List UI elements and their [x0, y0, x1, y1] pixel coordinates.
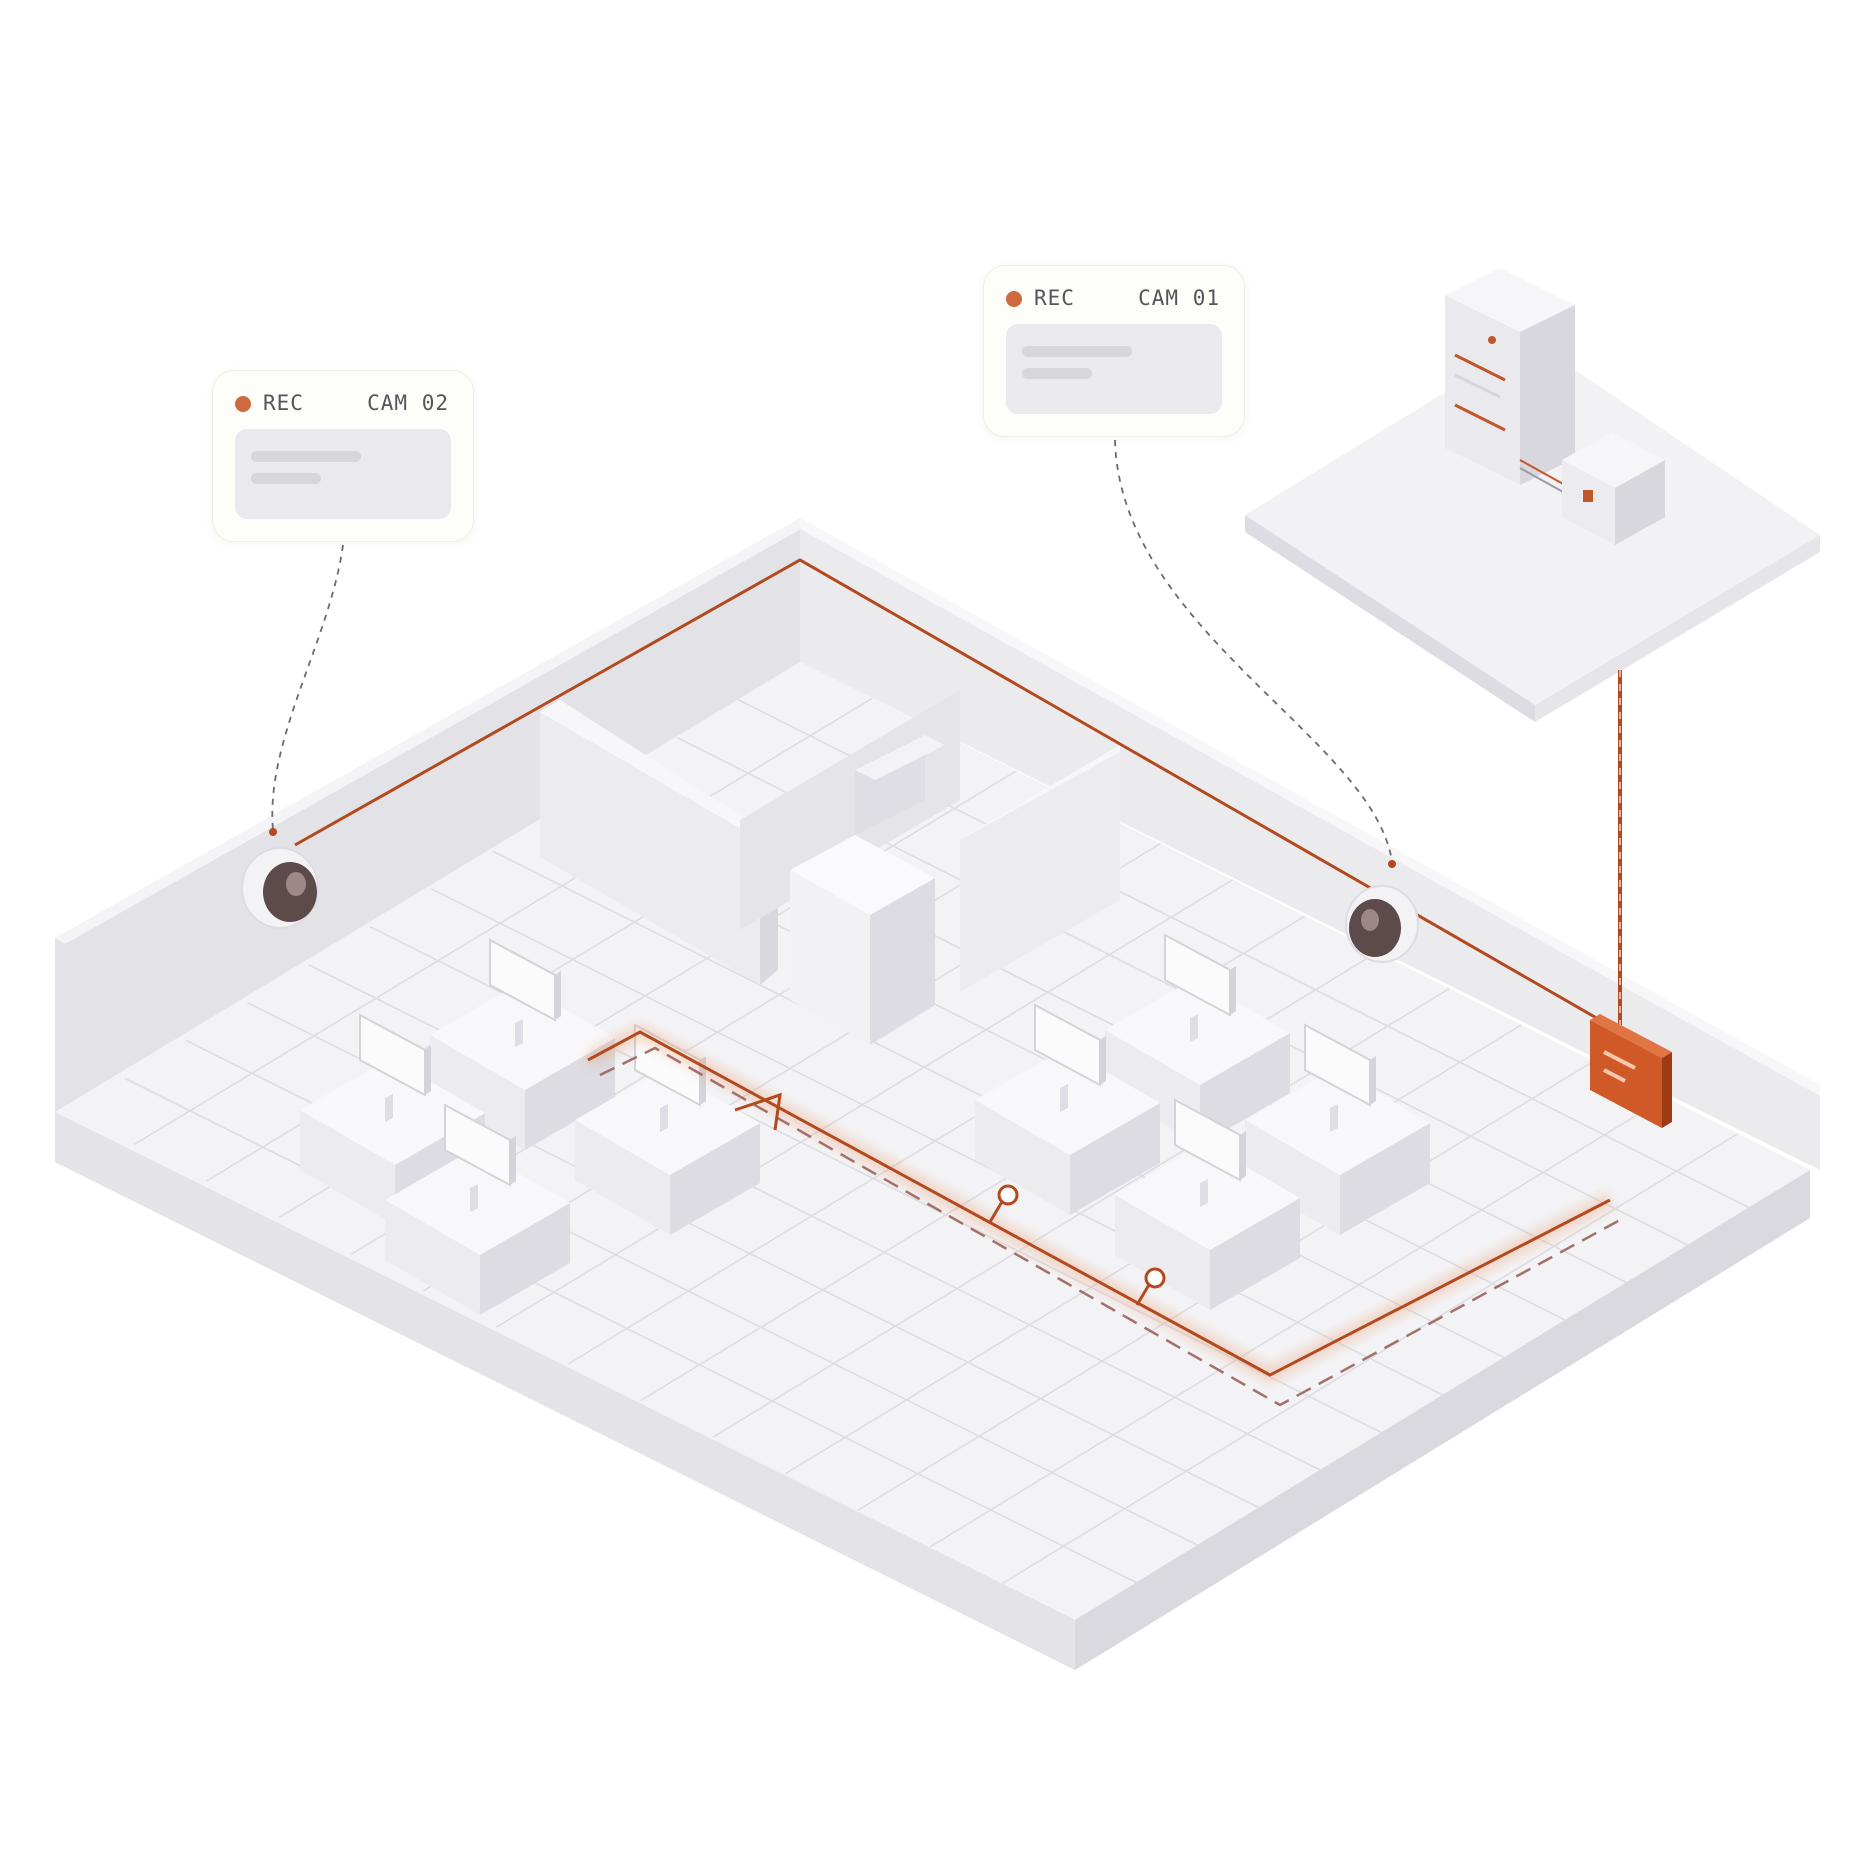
dome-camera-icon — [1345, 885, 1419, 963]
location-pin-icon — [1135, 1267, 1166, 1306]
camera-preview-placeholder — [1006, 324, 1222, 414]
camera-callout-cam-02: REC CAM 02 — [212, 370, 474, 542]
desk-monitor-icon — [489, 938, 561, 1047]
desk-monitor-icon — [359, 1013, 431, 1122]
dome-camera-icon — [241, 847, 319, 929]
server-platform — [1245, 340, 1820, 722]
back-wall — [800, 518, 1820, 1170]
server-tower-icon — [1445, 268, 1575, 485]
recording-indicator — [1006, 291, 1022, 307]
camera-name: CAM 01 — [1138, 286, 1220, 310]
desk-monitor-icon — [1034, 1003, 1106, 1112]
camera-callout-cam-01: REC CAM 01 — [983, 265, 1245, 437]
workstation-desk — [975, 1003, 1160, 1215]
camera-name: CAM 02 — [367, 391, 449, 415]
workstation-desk — [430, 938, 615, 1150]
workstation-desk — [1115, 1098, 1300, 1310]
control-panel-icon — [1590, 1014, 1672, 1128]
desk-monitor-icon — [1304, 1023, 1376, 1132]
recording-indicator — [235, 396, 251, 412]
workstations — [300, 933, 1430, 1315]
callout-leaders — [269, 439, 1396, 868]
network-switch-icon — [1519, 432, 1665, 545]
meeting-room — [540, 690, 1120, 1045]
recording-status: REC — [263, 391, 304, 415]
desk-monitor-icon — [1164, 933, 1236, 1042]
desk-monitor-icon — [444, 1103, 516, 1212]
cable-route — [294, 558, 1622, 1407]
camera-preview-placeholder — [235, 429, 451, 519]
recording-status: REC — [1034, 286, 1075, 310]
desk-monitor-icon — [1174, 1098, 1246, 1207]
workstation-desk — [1245, 1023, 1430, 1235]
location-pin-icon — [988, 1184, 1019, 1223]
workstation-desk — [385, 1103, 570, 1315]
